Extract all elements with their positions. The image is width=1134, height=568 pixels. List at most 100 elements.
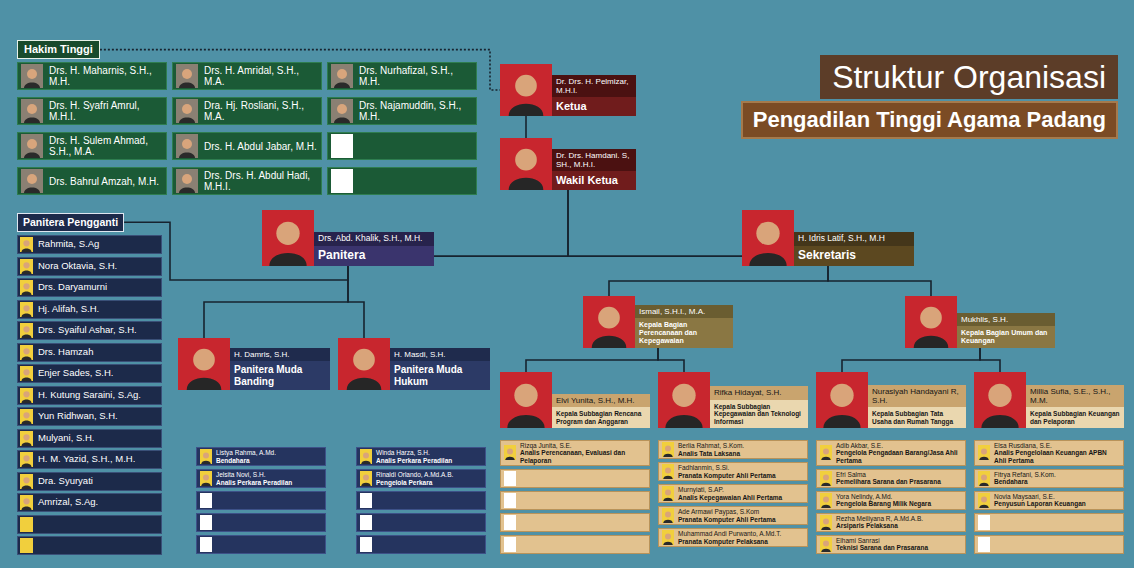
position-title: Kepala Subbagian Kepegawaian dan Teknolo… bbox=[710, 400, 808, 428]
vacant-box bbox=[500, 491, 650, 510]
judge-photo bbox=[331, 64, 353, 88]
head-shape bbox=[182, 139, 192, 149]
person-silhouette bbox=[583, 296, 635, 348]
staff-photo bbox=[200, 471, 212, 486]
staff-photo bbox=[820, 445, 832, 460]
person-silhouette bbox=[816, 372, 868, 428]
official-card: Elvi Yunita, S.H., M.H.Kepala Subbagian … bbox=[500, 372, 650, 428]
registrar-name: Rahmita, S.Ag bbox=[38, 239, 101, 250]
head-shape bbox=[823, 496, 829, 502]
registrar-name: Amrizal, S.Ag. bbox=[38, 497, 100, 508]
person-silhouette bbox=[504, 445, 516, 460]
shoulder-shape bbox=[979, 457, 989, 460]
vacant-judge-box bbox=[327, 167, 477, 195]
person-silhouette bbox=[360, 449, 372, 464]
staff-photo bbox=[662, 486, 674, 501]
staff-text-column: Muhammad Andi Purwanto, A.Md.T.Pranata K… bbox=[678, 530, 781, 545]
staff-text-column: Ade Armawi Paypas, S.KomPranata Komputer… bbox=[678, 508, 776, 523]
registrar-photo bbox=[20, 237, 33, 252]
official-card: Ismail, S.H.I., M.A.Kepala Bagian Perenc… bbox=[583, 296, 733, 348]
official-card: H. Idris Latif, S.H., M.HSekretaris bbox=[742, 210, 914, 266]
position-title: Kepala Bagian Umum dan Keuangan bbox=[957, 326, 1055, 348]
vacant-photo bbox=[200, 493, 212, 508]
shoulder-shape bbox=[187, 378, 222, 390]
official-photo bbox=[500, 372, 552, 428]
official-photo bbox=[262, 210, 314, 266]
vacant-box bbox=[500, 513, 650, 532]
head-shape bbox=[981, 474, 987, 480]
registrar-photo bbox=[20, 409, 33, 424]
head-shape bbox=[920, 307, 942, 329]
official-name: Nurasiyah Handayani R, S.H. bbox=[868, 385, 966, 407]
judge-photo bbox=[176, 169, 198, 193]
staff-role: Pengelola Pengadaan Barang/Jasa Ahli Per… bbox=[836, 449, 962, 464]
person-silhouette bbox=[331, 99, 353, 123]
position-title: Panitera Muda Banding bbox=[230, 361, 330, 390]
registrar-name: Drs. Daryamurni bbox=[38, 282, 109, 293]
judge-name: Dra. Hj. Rosliani, S.H., M.A. bbox=[204, 100, 321, 122]
registrar-row: H. Kutung Saraini, S.Ag. bbox=[17, 386, 162, 405]
staff-text-column: Winda Harza, S.H.Analis Perkara Peradila… bbox=[376, 449, 452, 464]
person-silhouette bbox=[662, 486, 674, 501]
card-text-column: Rifka Hidayat, S.H.Kepala Subbagian Kepe… bbox=[710, 372, 808, 428]
shoulder-shape bbox=[24, 82, 40, 88]
staff-box: Fitrya Refani, S.Kom.Bendahara bbox=[974, 469, 1124, 488]
official-photo bbox=[905, 296, 957, 348]
title-text: Struktur Organisasi bbox=[832, 57, 1106, 97]
vacant-photo bbox=[200, 537, 212, 552]
registrar-photo bbox=[20, 452, 33, 467]
official-photo bbox=[974, 372, 1026, 428]
shoulder-shape bbox=[914, 336, 949, 348]
staff-name: Novia Maysaari, S.E. bbox=[994, 493, 1086, 500]
official-photo bbox=[178, 338, 230, 390]
vacant-photo bbox=[360, 515, 372, 530]
vacant-box bbox=[356, 513, 486, 532]
staff-name: Jelsita Novi, S.H. bbox=[216, 471, 292, 478]
head-shape bbox=[353, 349, 375, 371]
person-silhouette bbox=[820, 493, 832, 508]
judge-box: Drs. H. Syafri Amrul, M.H.I. bbox=[17, 97, 167, 125]
judge-photo bbox=[176, 134, 198, 158]
staff-photo bbox=[820, 493, 832, 508]
person-silhouette bbox=[20, 366, 33, 381]
staff-role: Pengelola Barang Milik Negara bbox=[836, 500, 931, 507]
judge-photo bbox=[21, 134, 43, 158]
vacant-box bbox=[356, 491, 486, 510]
shoulder-shape bbox=[663, 476, 673, 479]
card-text-column: Millia Sufia, S.E., S.H., M.M.Kepala Sub… bbox=[1026, 372, 1124, 428]
judge-name: Drs. H. Syafri Amrul, M.H.I. bbox=[49, 100, 166, 122]
person-silhouette bbox=[200, 449, 212, 464]
head-shape bbox=[988, 384, 1011, 407]
org-connector bbox=[828, 266, 931, 296]
person-silhouette bbox=[20, 409, 33, 424]
person-silhouette bbox=[176, 134, 198, 158]
person-silhouette bbox=[21, 64, 43, 88]
registrar-name: Hj. Alifah, S.H. bbox=[38, 304, 101, 315]
head-shape bbox=[981, 449, 987, 455]
position-title: Sekretaris bbox=[794, 246, 914, 266]
staff-role: Pranata Komputer Pelaksana bbox=[678, 538, 781, 545]
staff-box: Ade Armawi Paypas, S.KomPranata Komputer… bbox=[658, 506, 808, 525]
official-name: Elvi Yunita, S.H., M.H. bbox=[552, 394, 650, 407]
staff-box: Rezha Meiliyana R, A.Md.A.B.Arsiparis Pe… bbox=[816, 513, 966, 532]
official-name: Ismail, S.H.I., M.A. bbox=[635, 305, 733, 318]
registrar-row: Nora Oktavia, S.H. bbox=[17, 257, 162, 276]
head-shape bbox=[823, 449, 829, 455]
shoulder-shape bbox=[179, 152, 195, 158]
shoulder-shape bbox=[179, 187, 195, 193]
person-silhouette bbox=[178, 338, 230, 390]
staff-text-column: Efri SalmaPemelihara Sarana dan Prasaran… bbox=[836, 471, 941, 486]
org-connector bbox=[842, 348, 980, 372]
org-connector bbox=[568, 190, 742, 256]
shoulder-shape bbox=[22, 313, 32, 317]
position-title: Kepala Subbagian Rencana Program dan Ang… bbox=[552, 407, 650, 428]
person-silhouette bbox=[20, 388, 33, 403]
head-shape bbox=[665, 490, 671, 496]
head-shape bbox=[23, 240, 29, 246]
registrar-row: Yun Ridhwan, S.H. bbox=[17, 407, 162, 426]
person-silhouette bbox=[20, 345, 33, 360]
judge-box: Drs. H. Abdul Jabar, M.H. bbox=[172, 132, 322, 160]
head-shape bbox=[665, 446, 671, 452]
person-silhouette bbox=[20, 452, 33, 467]
